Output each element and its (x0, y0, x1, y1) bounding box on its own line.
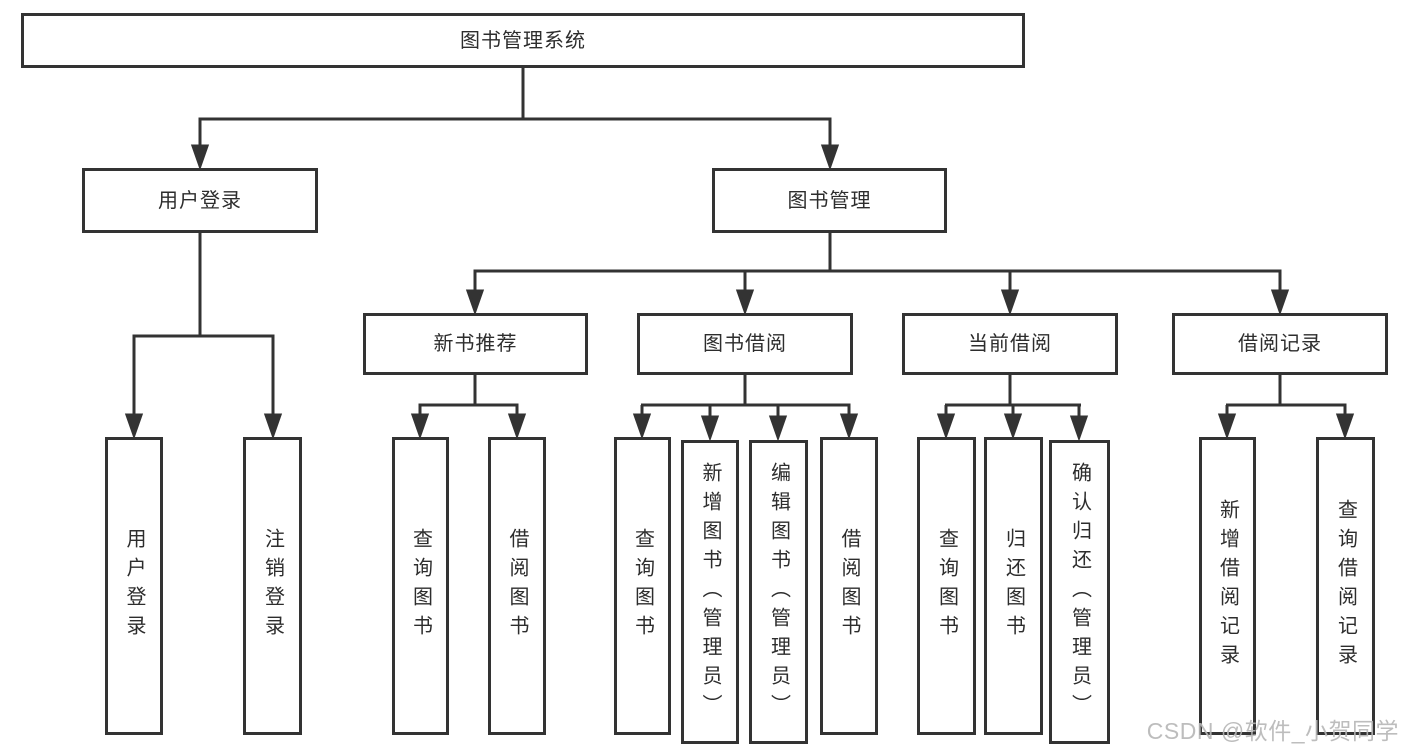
leaf-user-login: 用户登录 (105, 437, 163, 735)
leaf-logout: 注销登录 (243, 437, 302, 735)
node-current-borrowing: 当前借阅 (902, 313, 1118, 375)
leaf-edit-books-admin: 编辑图书（管理员） (749, 440, 808, 744)
node-library-management-system: 图书管理系统 (21, 13, 1025, 68)
csdn-watermark: CSDN @软件_小贺同学 (1146, 718, 1399, 744)
leaf-borrow-books: 借阅图书 (488, 437, 546, 735)
node-book-borrowing: 图书借阅 (637, 313, 853, 375)
leaf-borrow-books: 借阅图书 (820, 437, 878, 735)
node-user-login: 用户登录 (82, 168, 318, 233)
leaf-query-books: 查询图书 (917, 437, 976, 735)
node-borrowing-records: 借阅记录 (1172, 313, 1388, 375)
leaf-return-books: 归还图书 (984, 437, 1043, 735)
leaf-add-borrowing-record: 新增借阅记录 (1199, 437, 1256, 735)
leaf-query-books: 查询图书 (392, 437, 449, 735)
leaf-query-borrowing-record: 查询借阅记录 (1316, 437, 1375, 735)
leaf-add-books-admin: 新增图书（管理员） (681, 440, 739, 744)
leaf-query-books: 查询图书 (614, 437, 671, 735)
node-book-management: 图书管理 (712, 168, 947, 233)
leaf-confirm-return-admin: 确认归还（管理员） (1049, 440, 1110, 744)
node-new-book-recommendation: 新书推荐 (363, 313, 588, 375)
